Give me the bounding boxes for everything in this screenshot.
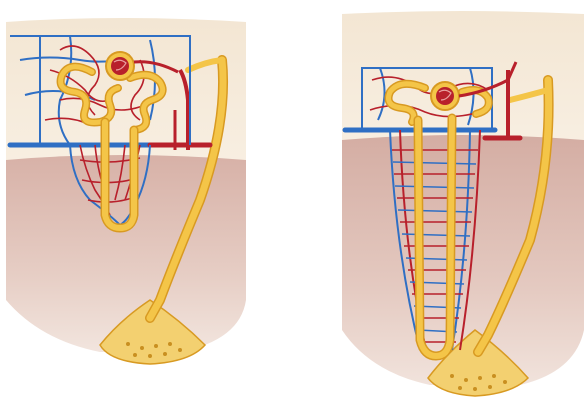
papillary-pores	[450, 374, 507, 391]
renal-corpuscle	[105, 51, 179, 81]
convoluted-tubules	[56, 62, 167, 134]
renal-papilla	[99, 299, 207, 365]
renal-medulla-region	[6, 155, 246, 352]
juxtamedullary-nephron-panel	[342, 11, 584, 397]
renal-cortex-region	[342, 11, 584, 150]
loop-of-henle-short	[100, 117, 139, 233]
loop-of-henle-long	[413, 113, 457, 361]
renal-corpuscle	[430, 78, 509, 111]
papillary-pores	[126, 342, 182, 358]
convoluted-tubules	[384, 79, 493, 126]
cortical-nephron-panel	[6, 18, 246, 365]
renal-papilla	[427, 329, 530, 397]
